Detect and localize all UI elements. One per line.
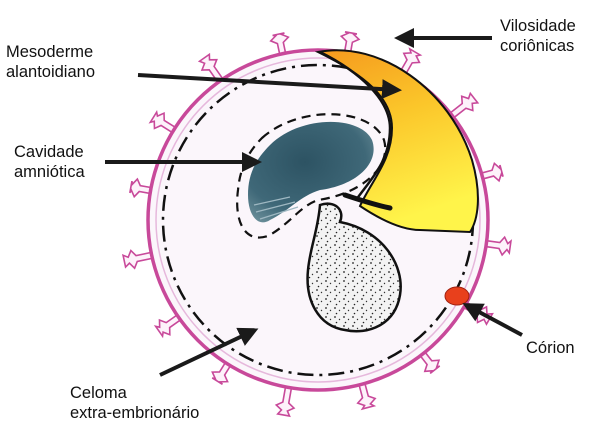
arrow-chorion [466,305,522,335]
chorion-spot [445,287,469,305]
label-chorion: Córion [526,338,575,358]
